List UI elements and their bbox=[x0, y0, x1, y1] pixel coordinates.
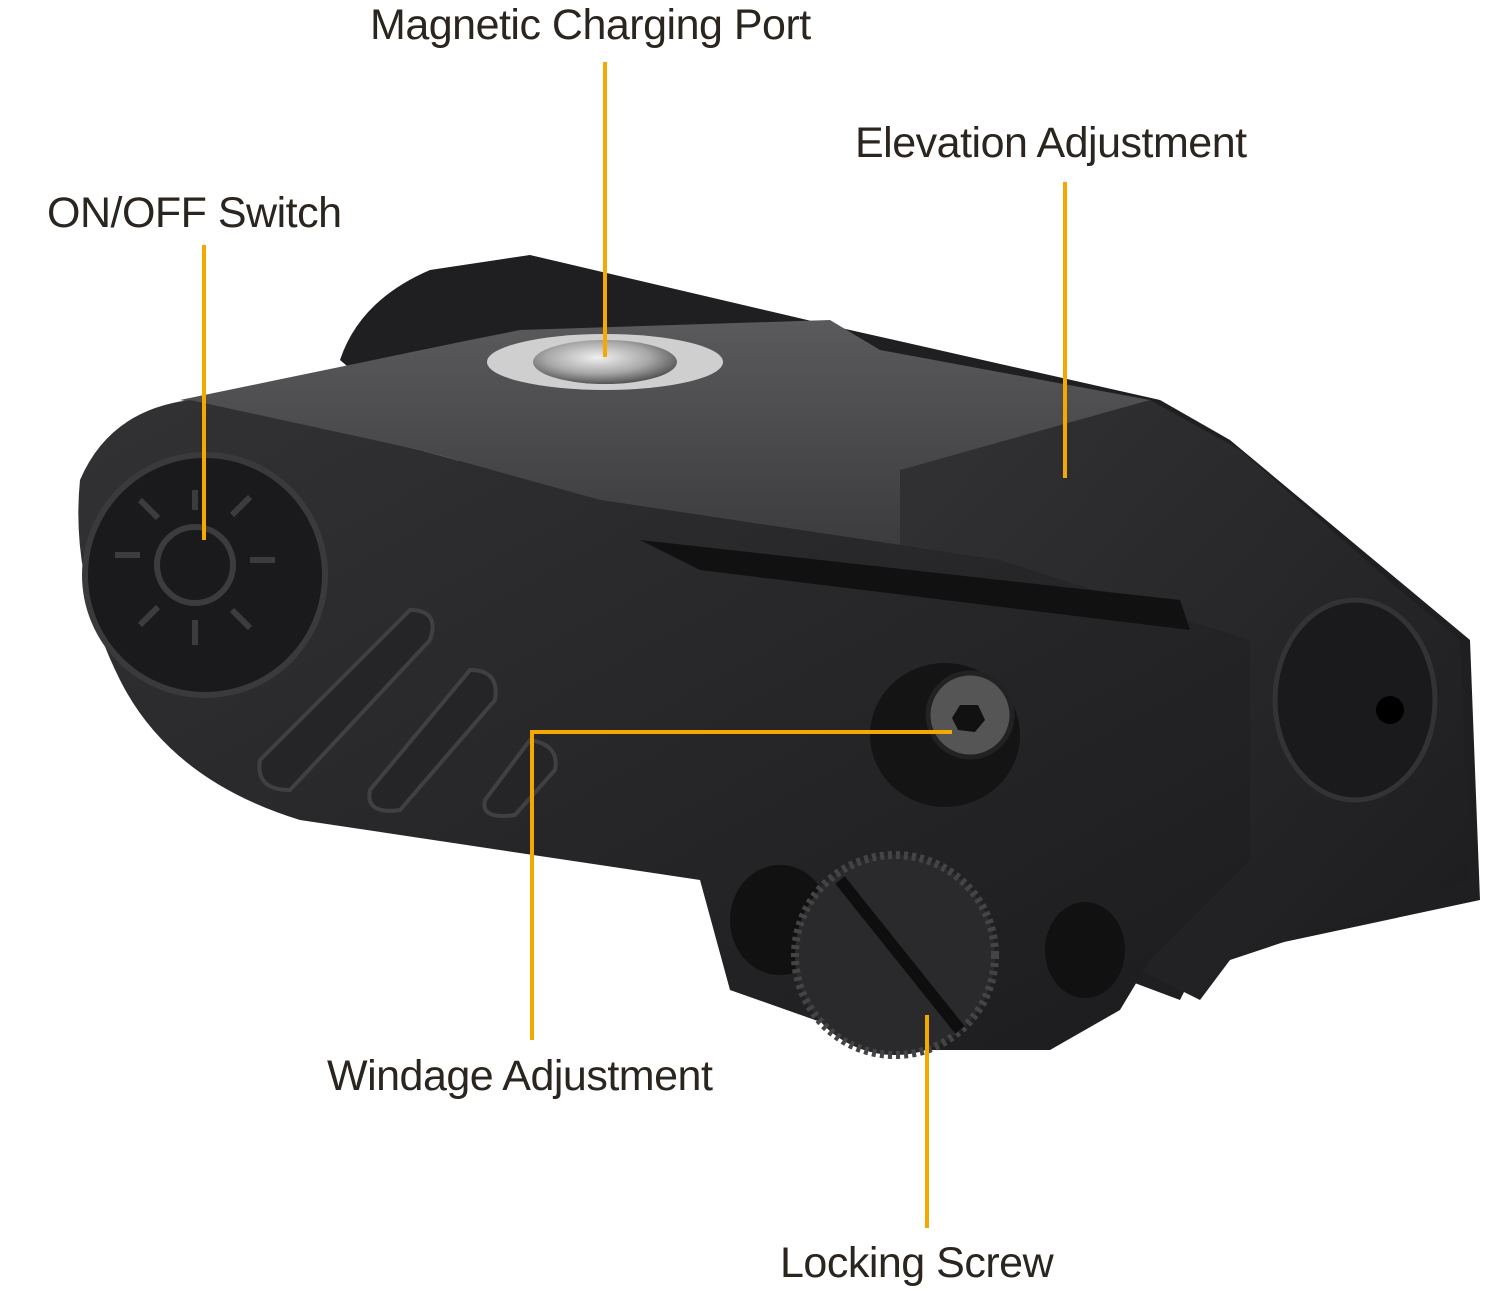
mount-hole bbox=[1045, 902, 1125, 998]
callout-locking-screw: Locking Screw bbox=[780, 1239, 1054, 1287]
callout-elevation-adjustment: Elevation Adjustment bbox=[855, 119, 1247, 167]
callout-on-off-switch: ON/OFF Switch bbox=[47, 189, 342, 237]
callout-windage-adjustment: Windage Adjustment bbox=[327, 1052, 713, 1100]
charging-contact bbox=[533, 340, 677, 384]
laser-aperture bbox=[1272, 597, 1438, 803]
sun-icon bbox=[115, 490, 275, 645]
callout-lines bbox=[202, 62, 1067, 1228]
grip-ridges bbox=[257, 607, 558, 818]
callout-magnetic-charging-port: Magnetic Charging Port bbox=[370, 1, 811, 49]
device-groove bbox=[640, 540, 1190, 630]
